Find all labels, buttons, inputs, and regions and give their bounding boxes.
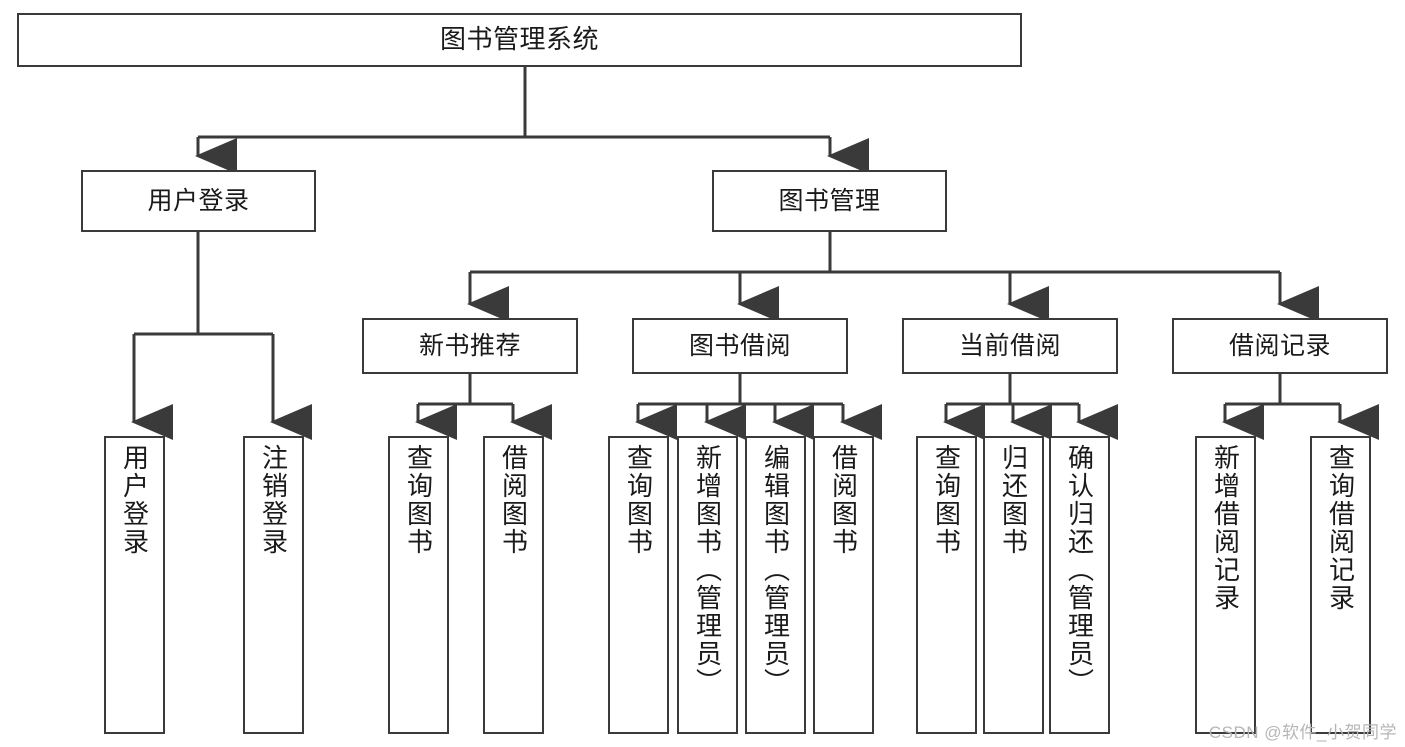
node-root-label: 图书管理系统 [439,24,599,55]
node-book-management[interactable]: 图书管理 [712,170,947,232]
leaf-user-login-label: 用户登录 [119,444,150,556]
node-user-login[interactable]: 用户登录 [81,170,316,232]
node-book-management-label: 图书管理 [778,187,881,215]
leaf-query-book-current[interactable]: 查询图书 [916,436,977,734]
leaf-add-borrow-record-label: 新增借阅记录 [1210,444,1241,612]
leaf-borrow-book-new[interactable]: 借阅图书 [483,436,544,734]
leaf-query-book-current-label: 查询图书 [931,444,962,556]
leaf-edit-book-admin[interactable]: 编辑图书（管理员） [745,436,806,734]
leaf-add-borrow-record[interactable]: 新增借阅记录 [1195,436,1256,734]
node-current-borrow-label: 当前借阅 [958,332,1061,360]
node-new-book-recommend-label: 新书推荐 [418,332,521,360]
node-borrow-record-label: 借阅记录 [1228,332,1331,360]
watermark: CSDN @软件_小贺同学 [1208,723,1397,742]
leaf-user-logout[interactable]: 注销登录 [243,436,304,734]
leaf-borrow-book[interactable]: 借阅图书 [813,436,874,734]
leaf-return-book[interactable]: 归还图书 [983,436,1044,734]
leaf-borrow-book-label: 借阅图书 [828,444,859,556]
leaf-borrow-book-new-label: 借阅图书 [498,444,529,556]
leaf-user-logout-label: 注销登录 [258,444,289,556]
leaf-return-book-label: 归还图书 [998,444,1029,556]
leaf-user-login[interactable]: 用户登录 [104,436,165,734]
leaf-confirm-return-admin-label: 确认归还（管理员） [1064,444,1095,696]
leaf-query-borrow-record[interactable]: 查询借阅记录 [1310,436,1371,734]
node-user-login-label: 用户登录 [147,187,250,215]
node-current-borrow[interactable]: 当前借阅 [902,318,1118,374]
leaf-add-book-admin-label: 新增图书（管理员） [692,444,723,696]
node-new-book-recommend[interactable]: 新书推荐 [362,318,578,374]
leaf-confirm-return-admin[interactable]: 确认归还（管理员） [1049,436,1110,734]
leaf-edit-book-admin-label: 编辑图书（管理员） [760,444,791,696]
leaf-query-book-new[interactable]: 查询图书 [388,436,449,734]
node-book-borrow-label: 图书借阅 [688,332,791,360]
leaf-query-borrow-record-label: 查询借阅记录 [1325,444,1356,612]
leaf-query-book-label: 查询图书 [623,444,654,556]
node-book-borrow[interactable]: 图书借阅 [632,318,848,374]
leaf-add-book-admin[interactable]: 新增图书（管理员） [677,436,738,734]
node-borrow-record[interactable]: 借阅记录 [1172,318,1388,374]
leaf-query-book-new-label: 查询图书 [403,444,434,556]
node-root[interactable]: 图书管理系统 [17,13,1022,67]
leaf-query-book[interactable]: 查询图书 [608,436,669,734]
